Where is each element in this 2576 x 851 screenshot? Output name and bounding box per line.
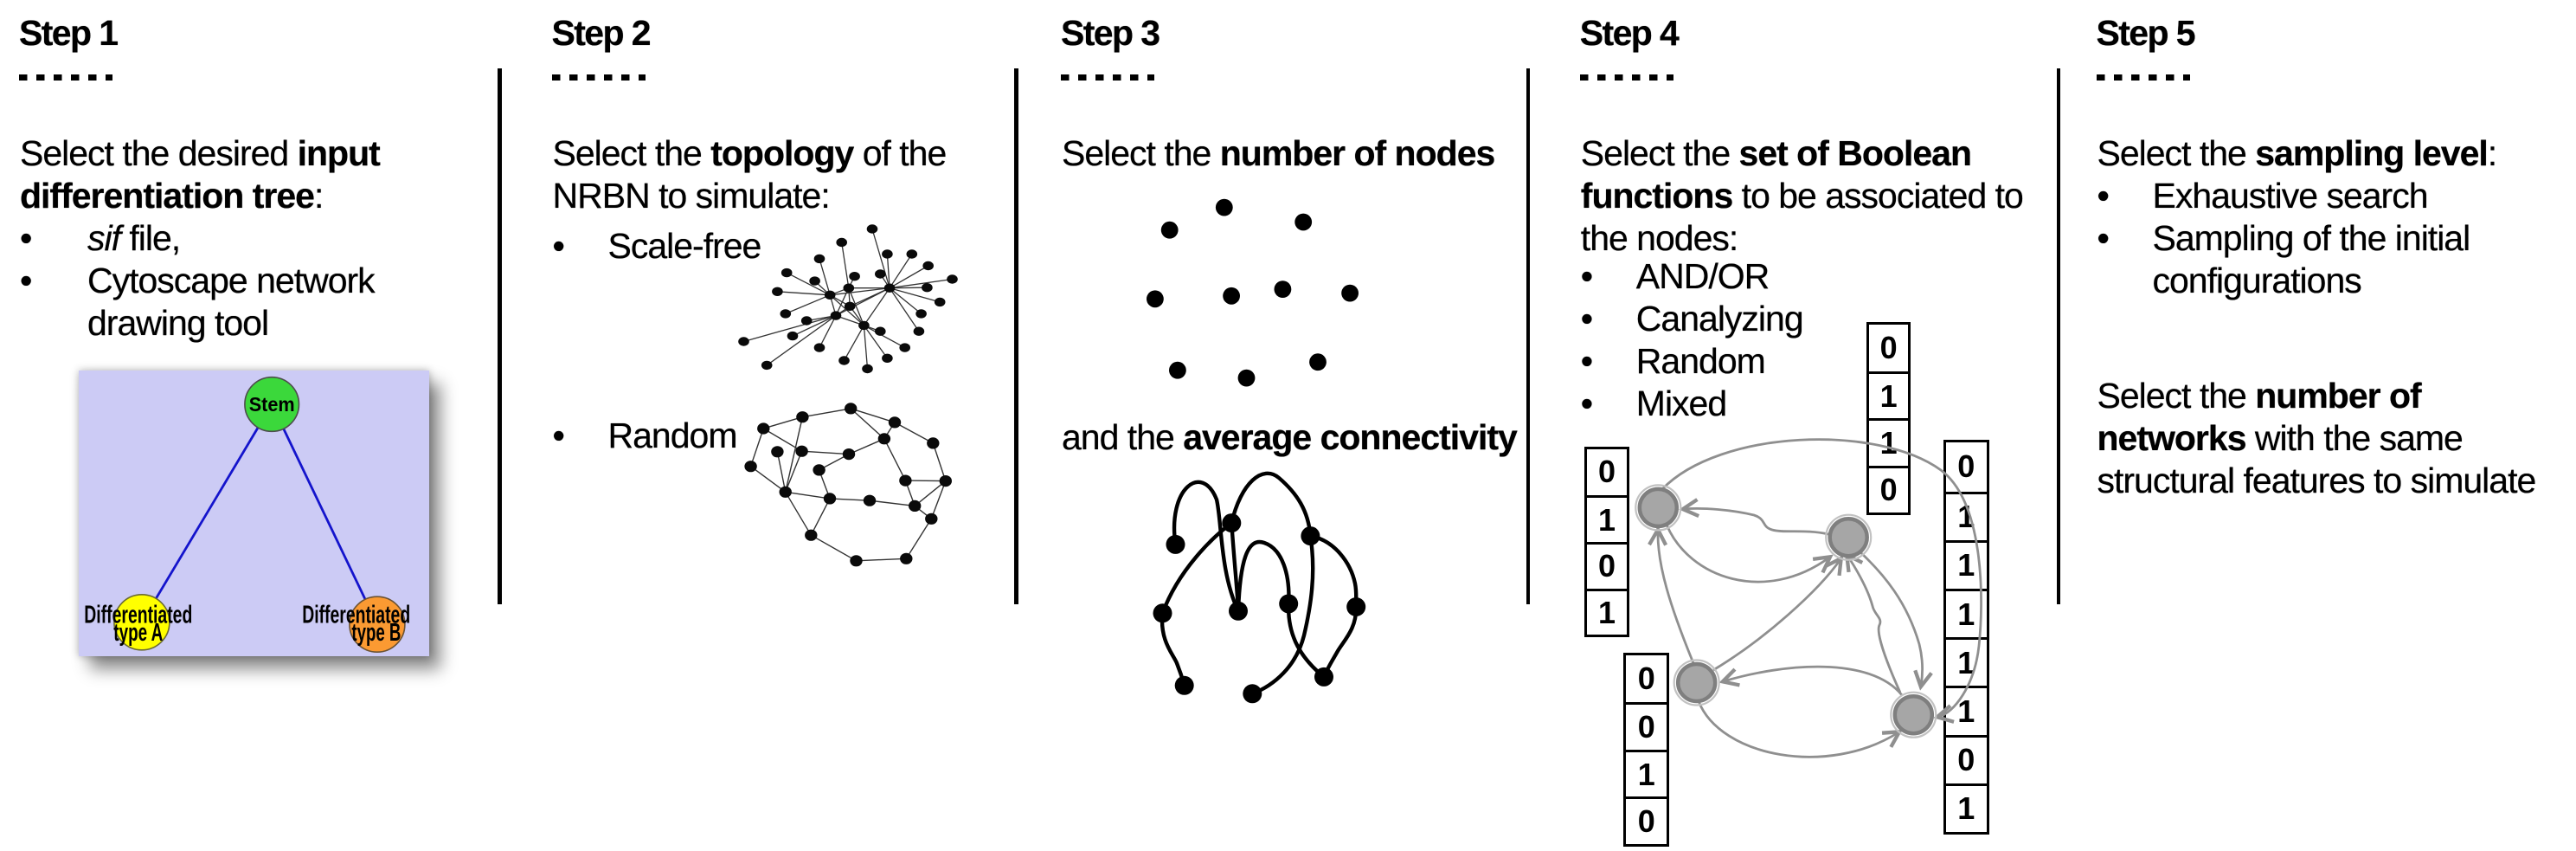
- svg-text:Differentiated: Differentiated: [302, 602, 410, 629]
- svg-text:type B: type B: [351, 619, 401, 647]
- svg-text:type A: type A: [113, 619, 163, 647]
- svg-text:Differentiated: Differentiated: [84, 602, 192, 629]
- svg-text:Stem: Stem: [248, 393, 294, 416]
